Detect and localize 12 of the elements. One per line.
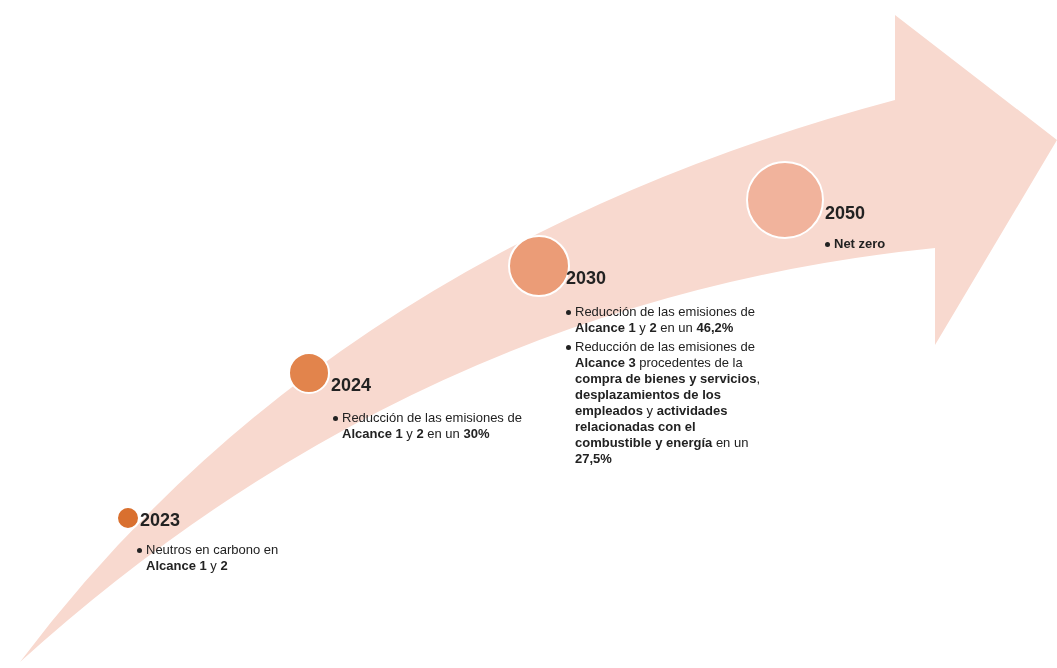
year-label: 2050 xyxy=(825,203,866,224)
milestone-text: Net zero xyxy=(834,236,886,251)
milestone-text: Neutros en carbono en Alcance 1 y 2 xyxy=(146,542,279,573)
year-label: 2024 xyxy=(331,375,372,396)
milestone-marker xyxy=(116,506,140,530)
year-label: 2023 xyxy=(140,510,181,531)
year-label: 2030 xyxy=(566,268,607,289)
milestone-text: Reducción de las emisiones de Alcance 1 y 2 en un 46,2% xyxy=(575,304,755,335)
milestone-marker xyxy=(288,352,330,394)
milestone-marker xyxy=(746,161,824,239)
milestone-text: Reducción de las emisiones de Alcance 1 y 2 en un 30% xyxy=(342,410,522,441)
milestone-text: Reducción de las emisiones de Alcance 3 procedentes de la compra de bienes y servicios, desplazamientos de los empleados y actividades relacionadas con el combustible y energía en un 27,5% xyxy=(575,339,760,466)
